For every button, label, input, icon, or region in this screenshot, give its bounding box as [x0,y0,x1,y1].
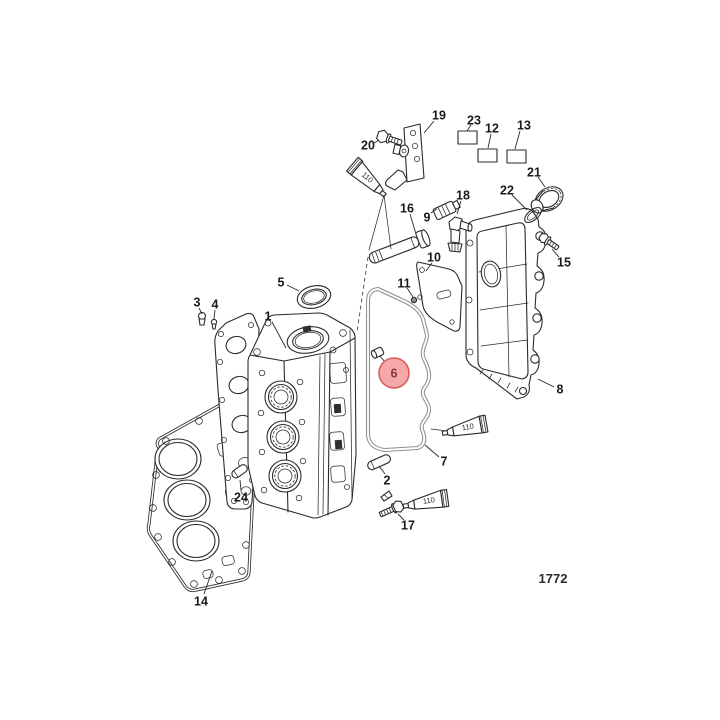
callout-18[interactable]: 18 [456,189,470,203]
washer-cone-part-17 [380,490,393,502]
sealant-tube-middle: 110 [441,414,489,437]
callout-11[interactable]: 11 [397,277,410,291]
highlight-label-6: 6 [391,367,398,381]
callout-10[interactable]: 10 [427,251,441,265]
screw-part-11 [410,296,418,304]
callout-8-leader [537,378,555,388]
sealant-tube-top: 110 [346,156,387,198]
cylinder-head-cover-part-8 [465,207,547,400]
callout-10-leader [425,262,433,272]
callout-17-leader [397,513,405,521]
callout-13-leader [514,130,521,150]
callout-2[interactable]: 2 [384,474,391,488]
highlight-circle-6[interactable] [378,357,410,389]
callout-3-leader [198,307,203,315]
dowel-pin-part-24 [231,464,248,479]
sealant-application-lines [368,194,392,251]
drawing-number: 1772 [539,571,568,586]
sealant-tube-bottom: 110 [402,488,450,510]
decal-part-13 [506,149,527,164]
bolt-part-20 [376,129,403,146]
callout-22[interactable]: 22 [500,184,514,198]
callout-1-leader [271,321,287,349]
callout-16[interactable]: 16 [400,202,414,216]
callout-7[interactable]: 7 [441,455,448,469]
callout-8[interactable]: 8 [557,383,564,397]
callout-9[interactable]: 9 [424,211,431,225]
callout-23[interactable]: 23 [467,114,481,128]
callout-12[interactable]: 12 [485,122,499,136]
decal-part-23 [457,130,478,145]
alignment-dashed-line [356,256,369,333]
callout-1[interactable]: 1 [265,310,272,324]
elbow-fitting-part-18 [447,216,473,253]
callout-24-leader [239,479,242,491]
callout-21-leader [537,176,546,188]
callout-20-leader [373,139,380,144]
callout-13[interactable]: 13 [517,119,531,133]
bolt-part-15 [538,233,560,251]
callout-24[interactable]: 24 [234,491,248,505]
callout-9-leader [430,208,438,214]
callout-17[interactable]: 17 [401,519,415,533]
highlight-part-6[interactable]: 6 [378,355,410,389]
clip-part-4 [210,318,218,330]
cover-gasket-part-7 [366,287,432,452]
pin-part-2 [367,454,391,471]
sealant-tube-bottom-label: 110 [422,495,435,506]
bracket-part-19 [384,123,425,191]
callout-4[interactable]: 4 [212,298,219,312]
bolt-part-17 [378,500,405,518]
cylinder-block-part-1 [247,312,357,519]
callout-11-leader [406,287,414,298]
callout-21[interactable]: 21 [527,166,541,180]
callout-5-leader [286,284,300,292]
plug-part-3 [197,311,207,326]
callout-19[interactable]: 19 [432,109,446,123]
callout-5[interactable]: 5 [278,276,285,290]
callout-15[interactable]: 15 [557,256,571,270]
decal-part-12 [477,148,498,163]
callout-16-leader [409,213,417,235]
cover-plate-part-10 [416,261,463,332]
callout-12-leader [487,133,492,149]
callout-23-leader [466,124,472,132]
callout-7-leader [424,444,440,458]
callout-14[interactable]: 14 [194,595,208,609]
callout-22-leader [511,194,528,211]
plug-part-6 [370,346,385,359]
fitting-part-9 [432,199,461,220]
o-ring-part-22 [524,206,542,224]
callout-19-leader [423,120,435,134]
oil-seal-part-5 [296,285,332,309]
callout-18-leader [456,200,462,215]
callout-4-leader [213,309,216,320]
callout-20[interactable]: 20 [361,139,375,153]
cap-plug-part-21 [530,186,564,214]
sealant-tube-middle-label: 110 [461,421,474,432]
callout-2-leader [378,465,386,475]
rod-part-16 [368,229,431,264]
callout-15-leader [551,248,560,258]
callout-14-leader [203,570,213,595]
callout-3[interactable]: 3 [194,296,201,310]
